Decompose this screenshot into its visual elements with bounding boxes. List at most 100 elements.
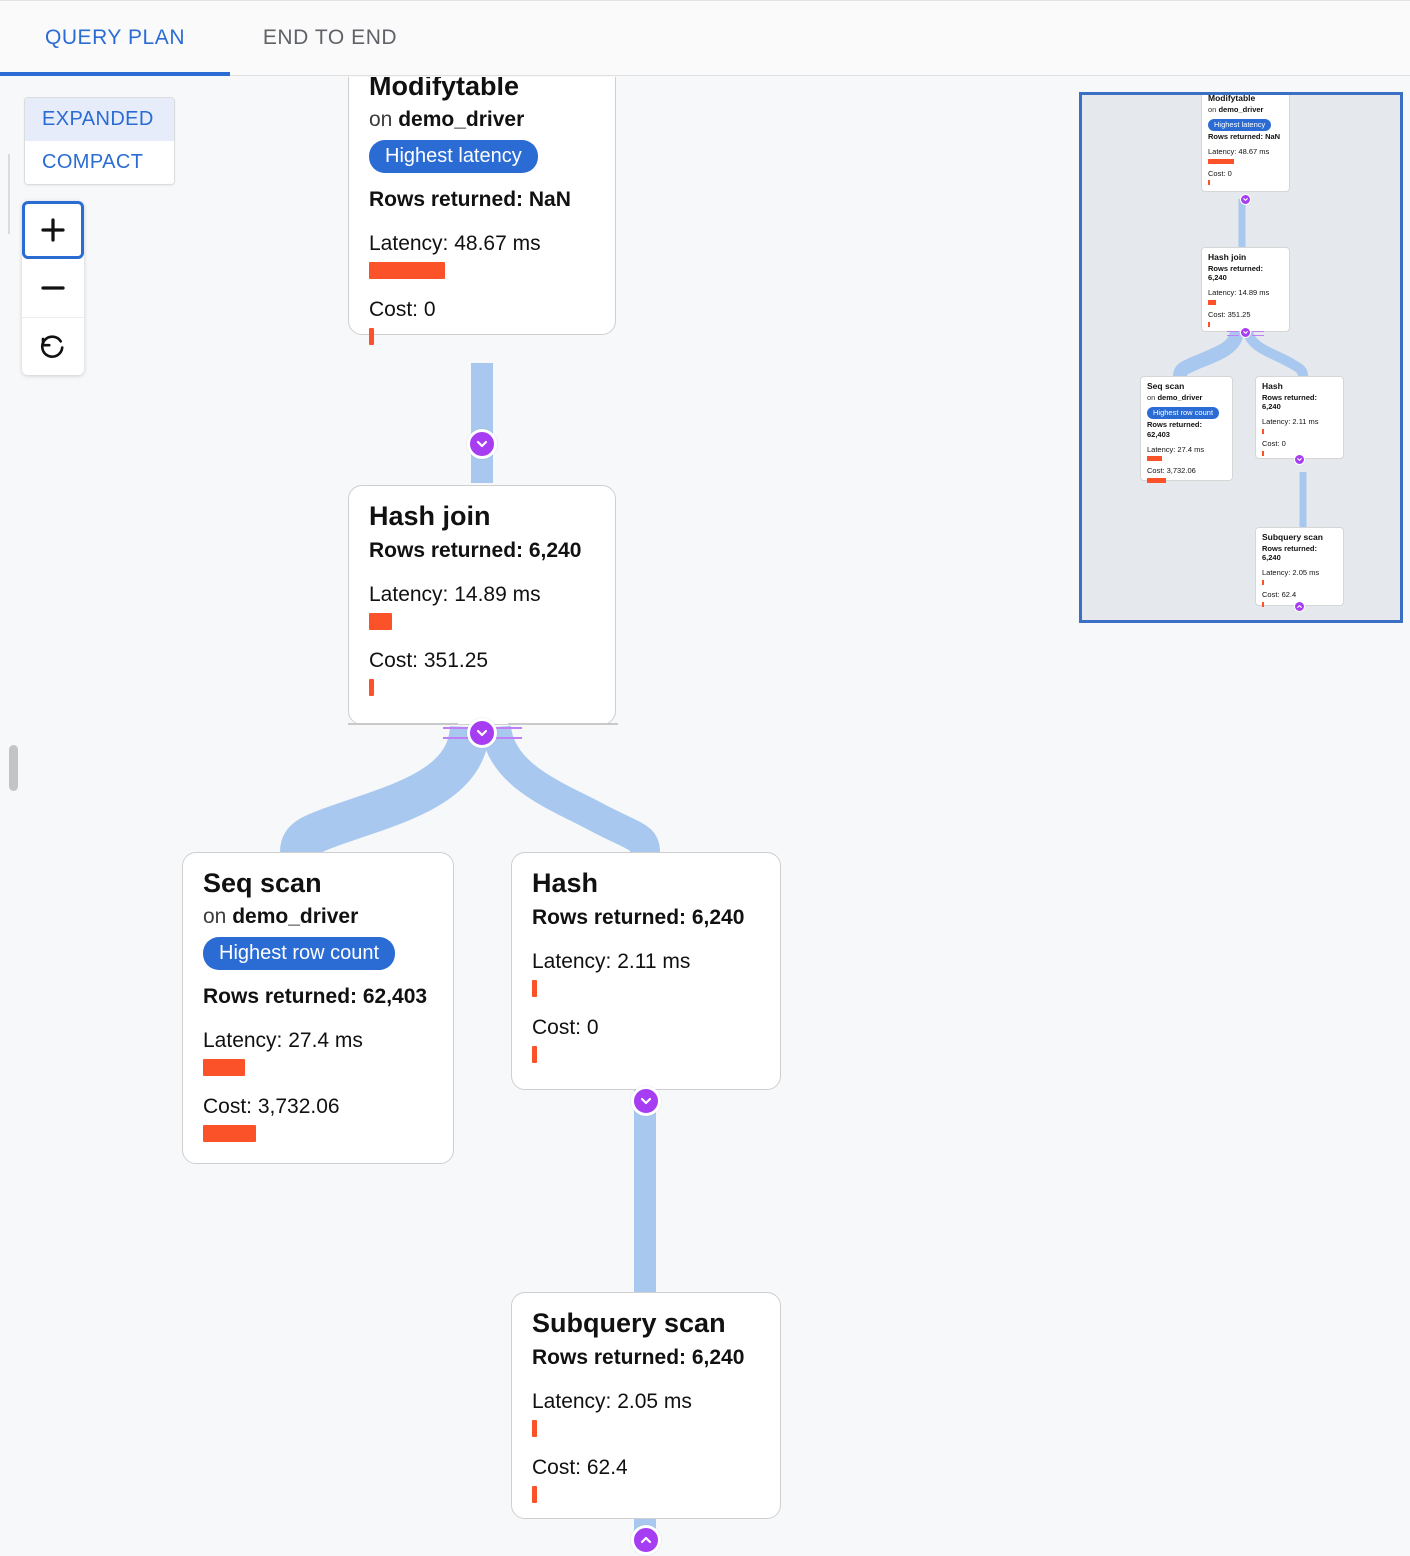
layout-mode-switch: EXPANDED COMPACT <box>24 97 175 185</box>
node-cost-bar <box>532 1045 537 1063</box>
minimap-node-cost: Cost: 0 <box>1262 438 1286 448</box>
minimap-node-relation: on demo_driver <box>1147 393 1226 402</box>
minimap-collapse-handle-hashjoin[interactable] <box>1240 327 1251 338</box>
node-title: Seq scan <box>203 868 322 898</box>
plan-node-hash[interactable]: Hash Rows returned: 6,240 Latency: 2.11 … <box>511 852 781 1090</box>
minimap-latency-bar <box>1262 428 1264 434</box>
minimap-node-rows: Rows returned: 62,403 <box>1147 420 1203 439</box>
graph-canvas[interactable]: Modifytable on demo_driver Highest laten… <box>0 77 1410 1556</box>
minimap-node-modifytable[interactable]: Modifytable on demo_driver Highest laten… <box>1201 95 1290 192</box>
node-rows-returned: Rows returned: 62,403 <box>203 985 428 1009</box>
minimap-node-title: Hash <box>1262 381 1283 391</box>
chevron-up-icon <box>1297 605 1302 608</box>
node-rows-returned: Rows returned: 6,240 <box>532 1346 745 1370</box>
reset-rotate-icon <box>40 334 64 358</box>
chevron-down-icon <box>1297 458 1302 461</box>
node-latency-bar <box>532 979 537 997</box>
minimap-multi-edge-left <box>1227 331 1239 332</box>
minimap-panel[interactable]: Modifytable on demo_driver Highest laten… <box>1079 92 1403 623</box>
zoom-in-button[interactable] <box>22 201 84 259</box>
minimap-node-cost: Cost: 62.4 <box>1262 589 1297 599</box>
node-title: Hash <box>532 868 599 898</box>
node-relation-name: demo_driver <box>398 108 525 132</box>
minimap-cost-bar <box>1208 180 1210 186</box>
tab-query-plan[interactable]: QUERY PLAN <box>0 0 230 76</box>
node-cost: Cost: 351.25 <box>369 648 489 672</box>
mode-option-compact[interactable]: COMPACT <box>25 141 174 184</box>
minimap-node-latency: Latency: 48.67 ms <box>1208 146 1270 156</box>
minimap-node-latency: Latency: 14.89 ms <box>1208 288 1270 298</box>
chevron-down-icon <box>640 1097 652 1105</box>
node-latency-bar <box>369 261 445 279</box>
minimap-node-cost: Cost: 351.25 <box>1208 309 1251 319</box>
node-rows-returned: Rows returned: 6,240 <box>532 906 745 930</box>
minimap-node-latency: Latency: 2.05 ms <box>1262 568 1320 578</box>
node-latency-bar <box>369 612 392 630</box>
mode-option-expanded[interactable]: EXPANDED <box>25 98 174 141</box>
collapse-handle-hashjoin[interactable] <box>467 718 497 748</box>
plan-node-modifytable[interactable]: Modifytable on demo_driver Highest laten… <box>348 77 616 346</box>
tab-bar: QUERY PLAN END TO END <box>0 0 1410 76</box>
zoom-controls <box>22 201 84 375</box>
tab-end-to-end[interactable]: END TO END <box>230 0 430 76</box>
node-latency: Latency: 27.4 ms <box>203 1028 363 1052</box>
minimap-cost-bar <box>1262 601 1264 607</box>
minimap-edge-layer <box>1173 199 1308 527</box>
minimap-cost-bar <box>1262 450 1264 456</box>
expand-handle-subqueryscan[interactable] <box>631 1525 661 1555</box>
node-relation-prefix: on <box>203 905 233 929</box>
minimap-relation-prefix: on <box>1208 104 1219 114</box>
node-cost-bar <box>532 1485 537 1503</box>
node-cost: Cost: 62.4 <box>532 1455 628 1479</box>
zoom-out-button[interactable] <box>22 259 84 317</box>
minimap-node-title: Seq scan <box>1147 381 1185 391</box>
chevron-down-icon <box>1243 331 1248 334</box>
minimap-node-latency: Latency: 2.11 ms <box>1262 417 1319 427</box>
minimap-collapse-handle-modifytable[interactable] <box>1240 194 1251 205</box>
chevron-down-icon <box>476 729 488 737</box>
plus-icon <box>41 218 65 242</box>
plan-node-subqueryscan[interactable]: Subquery scan Rows returned: 6,240 Laten… <box>511 1292 781 1519</box>
node-relation-name: demo_driver <box>232 905 359 929</box>
node-relation: on demo_driver <box>203 905 433 929</box>
plan-node-hashjoin[interactable]: Hash join Rows returned: 6,240 Latency: … <box>348 485 616 725</box>
chevron-down-icon <box>476 440 488 448</box>
minimap-node-cost: Cost: 3,732.06 <box>1147 466 1196 476</box>
minimap-multi-edge-right-2 <box>1252 335 1264 336</box>
minimap-latency-bar <box>1262 579 1264 585</box>
minimap-node-hash[interactable]: Hash Rows returned: 6,240 Latency: 2.11 … <box>1255 376 1344 459</box>
reset-view-button[interactable] <box>22 317 84 375</box>
minimap-node-rows: Rows returned: 6,240 <box>1262 543 1318 563</box>
chevron-up-icon <box>640 1536 652 1544</box>
minimap-node-badge: Highest row count <box>1147 407 1220 419</box>
node-latency-bar <box>532 1419 537 1437</box>
vertical-scrollbar-track[interactable] <box>2 77 18 1556</box>
minimap-node-badge: Highest latency <box>1208 119 1272 131</box>
minimap-node-title: Subquery scan <box>1262 532 1323 542</box>
minimap-latency-bar <box>1208 158 1234 164</box>
minimap-node-cost: Cost: 0 <box>1208 168 1232 178</box>
edge-hashjoin-seqscan <box>280 724 490 856</box>
node-cost: Cost: 0 <box>369 297 436 321</box>
minimap-node-seqscan[interactable]: Seq scan on demo_driver Highest row coun… <box>1140 376 1233 483</box>
minimap-relation-prefix: on <box>1147 392 1158 402</box>
collapse-handle-hash[interactable] <box>631 1086 661 1116</box>
minimap-collapse-handle-hash[interactable] <box>1294 454 1305 465</box>
minimap-node-hashjoin[interactable]: Hash join Rows returned: 6,240 Latency: … <box>1201 247 1290 332</box>
minimap-expand-handle-subqueryscan[interactable] <box>1294 601 1305 612</box>
node-latency-bar <box>203 1058 245 1076</box>
node-badge-highest-row-count: Highest row count <box>203 937 396 971</box>
multi-edge-line-gray-right <box>508 723 618 725</box>
minimap-latency-bar <box>1147 456 1162 462</box>
minimap-latency-bar <box>1208 299 1216 305</box>
multi-edge-line-gray-left <box>348 723 458 725</box>
minimap-node-subqueryscan[interactable]: Subquery scan Rows returned: 6,240 Laten… <box>1255 527 1344 607</box>
collapse-handle-modifytable[interactable] <box>467 429 497 459</box>
minimap-relation-name: demo_driver <box>1157 392 1203 402</box>
node-latency: Latency: 2.11 ms <box>532 949 691 973</box>
vertical-scrollbar-thumb[interactable] <box>9 745 18 791</box>
node-cost-bar <box>203 1125 256 1143</box>
plan-node-seqscan[interactable]: Seq scan on demo_driver Highest row coun… <box>182 852 454 1164</box>
minimap-node-latency: Latency: 27.4 ms <box>1147 444 1205 454</box>
